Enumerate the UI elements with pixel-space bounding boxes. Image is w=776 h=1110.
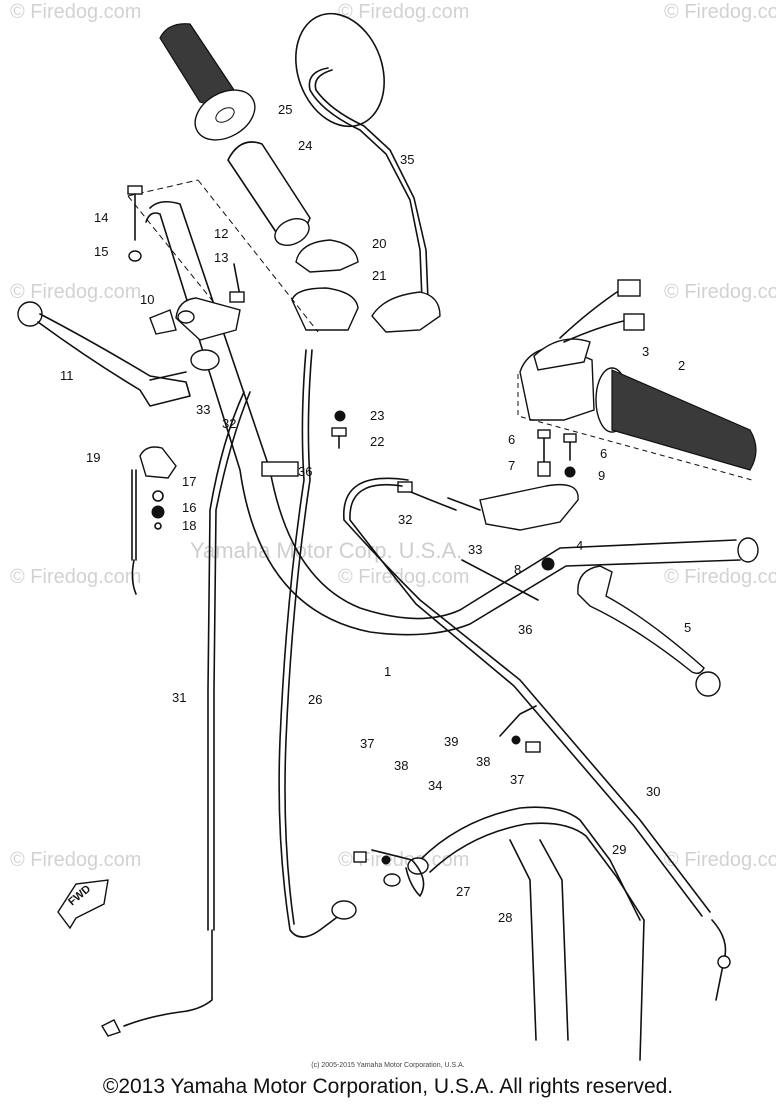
callout: 34 (428, 778, 442, 793)
bolt-22 (331, 427, 347, 449)
callout: 4 (576, 538, 583, 553)
brake-perch (397, 481, 579, 531)
mirror (295, 12, 429, 301)
callout: 32 (222, 416, 236, 431)
throttle-housing (291, 239, 441, 333)
callout: 36 (298, 464, 312, 479)
cable-31 (101, 391, 251, 1037)
callout: 30 (646, 784, 660, 799)
copyright: ©2013 Yamaha Motor Corporation, U.S.A. A… (102, 1075, 674, 1098)
throttle-cables (407, 806, 645, 1061)
callout: 38 (394, 758, 408, 773)
clutch-lever (17, 301, 191, 407)
callout: 33 (196, 402, 210, 417)
watermark: © Firedog.com (664, 1, 776, 23)
watermark: © Firedog.com (10, 281, 141, 303)
cable-30 (343, 477, 731, 1001)
callout: 33 (468, 542, 482, 557)
callout: 27 (456, 884, 470, 899)
nut-15 (128, 250, 142, 262)
callout: 12 (214, 226, 228, 241)
bolt-14 (127, 185, 143, 241)
callout: 36 (518, 622, 532, 637)
callout: 19 (86, 450, 100, 465)
throttle-tube (227, 141, 311, 246)
callout: 7 (508, 458, 515, 473)
watermark: © Firedog.com (10, 1, 141, 23)
watermark: © Firedog.com (10, 849, 141, 871)
callout: 6 (600, 446, 607, 461)
callout: 32 (398, 512, 412, 527)
watermark: © Firedog.com (10, 566, 141, 588)
washer-9 (564, 466, 576, 478)
handlebar (127, 179, 759, 636)
callout: 28 (498, 910, 512, 925)
bracket-39 (499, 705, 541, 753)
spacer-7 (537, 461, 551, 477)
callout: 25 (278, 102, 292, 117)
callout: 11 (60, 368, 74, 383)
callout: 13 (214, 250, 228, 265)
callout: 31 (172, 690, 186, 705)
callout: 29 (612, 842, 626, 857)
callout: 37 (360, 736, 374, 751)
strap-36 (461, 559, 539, 601)
callout: 1 (384, 664, 391, 679)
bracket-34 (353, 849, 425, 897)
callout: 21 (372, 268, 386, 283)
brake-lever (577, 565, 721, 697)
callout: 14 (94, 210, 108, 225)
callout: 22 (370, 434, 384, 449)
left-grip (159, 23, 256, 141)
watermark: © Firedog.com (338, 1, 469, 23)
copyright-small: (c) 2005-2015 Yamaha Motor Corporation, … (311, 1062, 465, 1069)
callout: 9 (598, 468, 605, 483)
washer-23 (334, 410, 346, 422)
left-switch (131, 446, 177, 595)
fwd-arrow-icon: FWD (57, 879, 109, 930)
callout: 3 (642, 344, 649, 359)
callout: 18 (182, 518, 196, 533)
right-switch (517, 279, 753, 481)
callouts: 1 2 3 4 5 6 6 7 8 9 10 11 12 13 14 15 16… (60, 102, 691, 925)
callout: 15 (94, 244, 108, 259)
callout: 5 (684, 620, 691, 635)
callout: 35 (400, 152, 414, 167)
bolts-6 (537, 429, 577, 463)
callout: 38 (476, 754, 490, 769)
callout: 16 (182, 500, 196, 515)
callout: 23 (370, 408, 384, 423)
callout: 6 (508, 432, 515, 447)
callout: 37 (510, 772, 524, 787)
watermark: © Firedog.com (664, 281, 776, 303)
callout: 2 (678, 358, 685, 373)
watermark: © Firedog.com (664, 849, 776, 871)
watermark-center: Yamaha Motor Corp. U.S.A. (190, 538, 462, 563)
callout: 17 (182, 474, 196, 489)
nut-8 (541, 557, 555, 571)
cable-26 (278, 349, 401, 938)
clamp-36 (261, 461, 299, 477)
right-grip (595, 367, 757, 471)
callout: 39 (444, 734, 458, 749)
watermark: © Firedog.com (338, 566, 469, 588)
clutch-perch (149, 263, 245, 371)
callout: 10 (140, 292, 154, 307)
callout: 24 (298, 138, 312, 153)
watermark: © Firedog.com (664, 566, 776, 588)
callout: 8 (514, 562, 521, 577)
callout: 20 (372, 236, 386, 251)
callout: 26 (308, 692, 322, 707)
